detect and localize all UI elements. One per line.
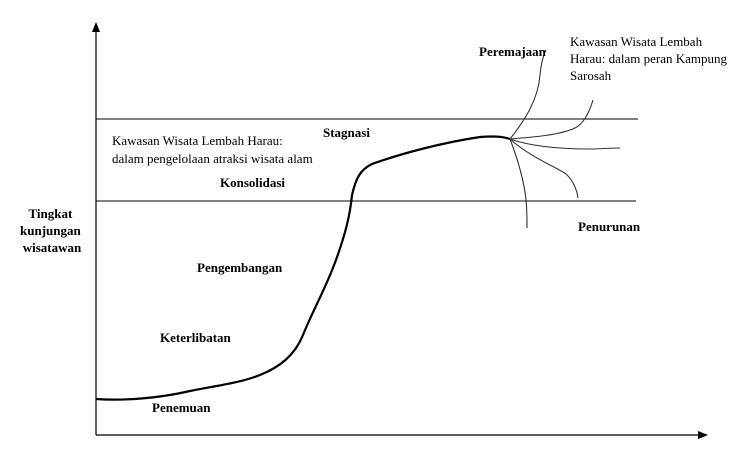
x-axis-arrowhead xyxy=(698,431,708,439)
stage-label-pengembangan: Pengembangan xyxy=(197,260,283,275)
stage-label-stagnasi: Stagnasi xyxy=(323,125,370,140)
axes xyxy=(92,22,708,439)
y-axis-arrowhead xyxy=(92,22,100,32)
future-branches xyxy=(509,49,621,229)
y-axis-label-line-2: kunjungan xyxy=(20,223,81,238)
note-kampung-sarosah: Kawasan Wisata Lembah Harau: dalam peran… xyxy=(570,34,730,83)
life-cycle-curve xyxy=(95,135,511,401)
branch-rejuvenation-mid xyxy=(509,99,594,140)
branch-rejuvenation-high xyxy=(509,49,547,140)
stage-label-keterlibatan: Keterlibatan xyxy=(160,330,232,345)
y-axis-label: Tingkat kunjungan wisatawan xyxy=(20,206,84,255)
note-kampung-line-2: Harau: dalam peran Kampung xyxy=(570,51,728,66)
note-atraksi-wisata-alam: Kawasan Wisata Lembah Harau: dalam penge… xyxy=(112,133,313,166)
stage-label-konsolidasi: Konsolidasi xyxy=(220,175,285,190)
note-kampung-line-1: Kawasan Wisata Lembah xyxy=(570,34,703,49)
y-axis-label-line-3: wisatawan xyxy=(23,240,82,255)
branch-decline-steep xyxy=(509,138,528,229)
stage-label-penemuan: Penemuan xyxy=(152,400,211,415)
y-axis-label-line-1: Tingkat xyxy=(28,206,73,221)
note-atraksi-line-2: dalam pengelolaan atraksi wisata alam xyxy=(112,151,313,166)
branch-stabilization xyxy=(509,138,621,150)
note-kampung-line-3: Sarosah xyxy=(570,68,612,83)
note-atraksi-line-1: Kawasan Wisata Lembah Harau: xyxy=(112,133,283,148)
stage-label-penurunan: Penurunan xyxy=(578,219,641,234)
stage-label-peremajaan: Peremajaan xyxy=(479,44,547,59)
branch-decline-moderate xyxy=(509,138,579,199)
